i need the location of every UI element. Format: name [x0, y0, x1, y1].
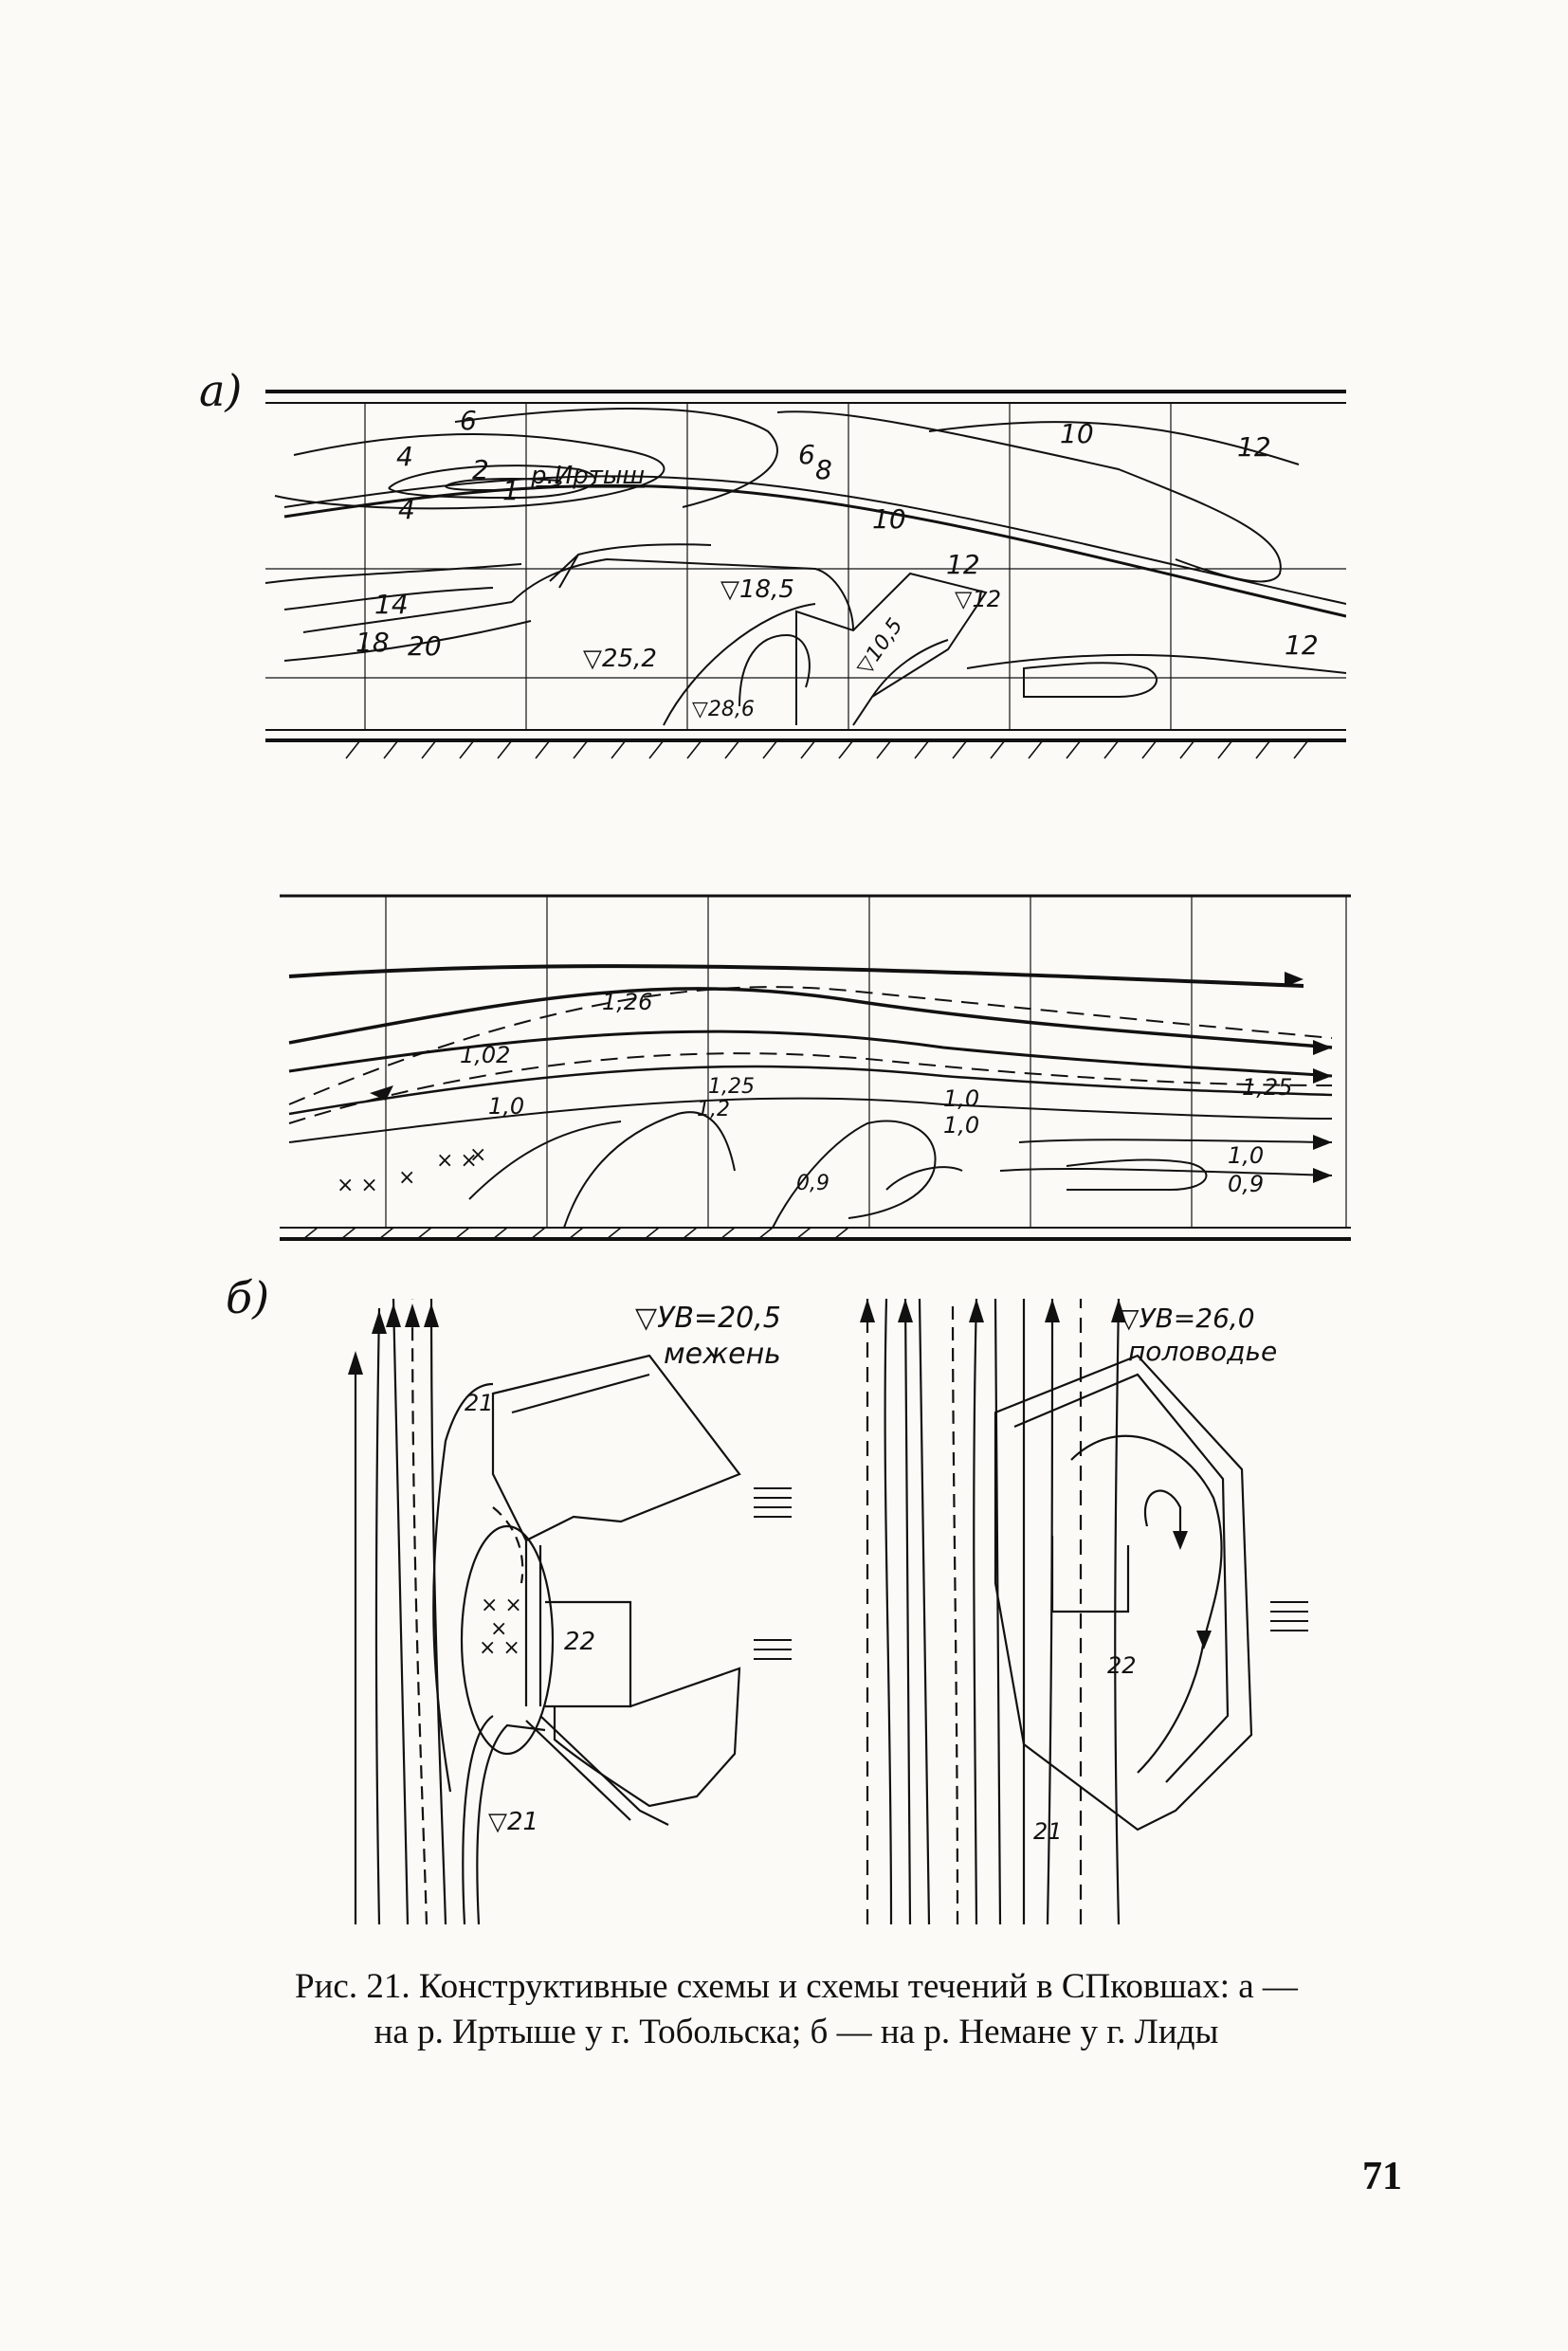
contour-label: 1	[502, 475, 520, 506]
svg-text:×: ×	[398, 1166, 415, 1190]
velocity-label: 1,0	[943, 1112, 979, 1139]
svg-text:× ×: × ×	[436, 1149, 478, 1173]
water-level-label: ▽УВ=20,5	[635, 1302, 781, 1335]
caption-line-1: Рис. 21. Конструктивные схемы и схемы те…	[295, 1967, 1298, 2006]
panel-label-b: б)	[226, 1272, 270, 1323]
figure-caption: Рис. 21. Конструктивные схемы и схемы те…	[237, 1964, 1356, 2055]
elevation-mark: ▽12	[955, 586, 1001, 612]
contour-label: 8	[815, 454, 832, 485]
caption-line-2: на р. Иртыше у г. Тобольска; б — на р. Н…	[374, 2013, 1219, 2051]
velocity-label: 1,0	[1228, 1142, 1264, 1169]
velocity-label: 0,9	[796, 1172, 830, 1195]
contour-labels: 6 4 2 1 4 6 8 10 10 12 12 12 14 18 20 р.…	[356, 405, 1319, 721]
elevation-mark: ▽25,2	[583, 645, 657, 673]
svg-text:× ×: × ×	[337, 1174, 378, 1197]
svg-text:× ×: × ×	[481, 1594, 522, 1617]
elevation-mark: ▽21	[488, 1808, 538, 1836]
contour-label: 10	[1060, 418, 1094, 449]
figure-a-flow-scheme: × ××× ×× 1,26 1,02 1,0 1,25 1,2 1,0 1,0 …	[280, 894, 1351, 1241]
contour-label: 10	[872, 503, 906, 535]
contour-label: 4	[398, 494, 415, 525]
contour-label: 12	[1285, 629, 1319, 661]
contour-label: 14	[374, 589, 409, 620]
water-level-label: ▽УВ=26,0	[1119, 1303, 1255, 1334]
elevation-mark: 21	[1033, 1818, 1063, 1845]
elevation-mark: 22	[564, 1628, 595, 1656]
elevation-mark: ▽18,5	[720, 575, 794, 604]
velocity-label: 1,0	[943, 1085, 979, 1112]
svg-text:×: ×	[469, 1143, 486, 1167]
figure-b-low-water: × ××× × ▽УВ=20,5 межень 21 22 ▽21	[348, 1299, 792, 1925]
velocity-label: 1,25	[708, 1075, 755, 1099]
velocity-label: 1,26	[602, 989, 652, 1015]
velocity-label: 1,0	[488, 1093, 524, 1120]
contour-label: 12	[946, 549, 980, 580]
velocity-label: 0,9	[1228, 1171, 1264, 1197]
regime-label: половодье	[1128, 1336, 1277, 1367]
figure-b-flood: ▽УВ=26,0 половодье 22 21	[860, 1299, 1308, 1925]
velocity-label: 1,2	[697, 1098, 730, 1121]
river-label: р.Иртыш	[530, 462, 645, 490]
figure-a-plan: 6 4 2 1 4 6 8 10 10 12 12 12 14 18 20 р.…	[265, 390, 1346, 759]
regime-label: межень	[664, 1338, 781, 1371]
contour-label: 20	[408, 630, 442, 662]
elevation-mark: 21	[465, 1390, 494, 1416]
panel-label-a: а)	[199, 365, 243, 416]
contour-label: 6	[460, 405, 477, 436]
contour-label: 6	[798, 439, 815, 470]
contour-label: 18	[356, 627, 390, 658]
contour-label: 12	[1237, 431, 1271, 463]
svg-text:× ×: × ×	[479, 1636, 520, 1660]
elevation-mark: 22	[1107, 1652, 1137, 1679]
velocity-labels: 1,26 1,02 1,0 1,25 1,2 1,0 1,0 1,25 1,0 …	[460, 989, 1292, 1197]
velocity-label: 1,25	[1242, 1074, 1292, 1101]
elevation-mark: ▽28,6	[692, 698, 755, 721]
page-number: 71	[1362, 2155, 1402, 2198]
contour-label: 4	[396, 441, 413, 472]
contour-label: 2	[472, 454, 489, 485]
svg-text:×: ×	[490, 1617, 507, 1641]
velocity-label: 1,02	[460, 1042, 510, 1068]
